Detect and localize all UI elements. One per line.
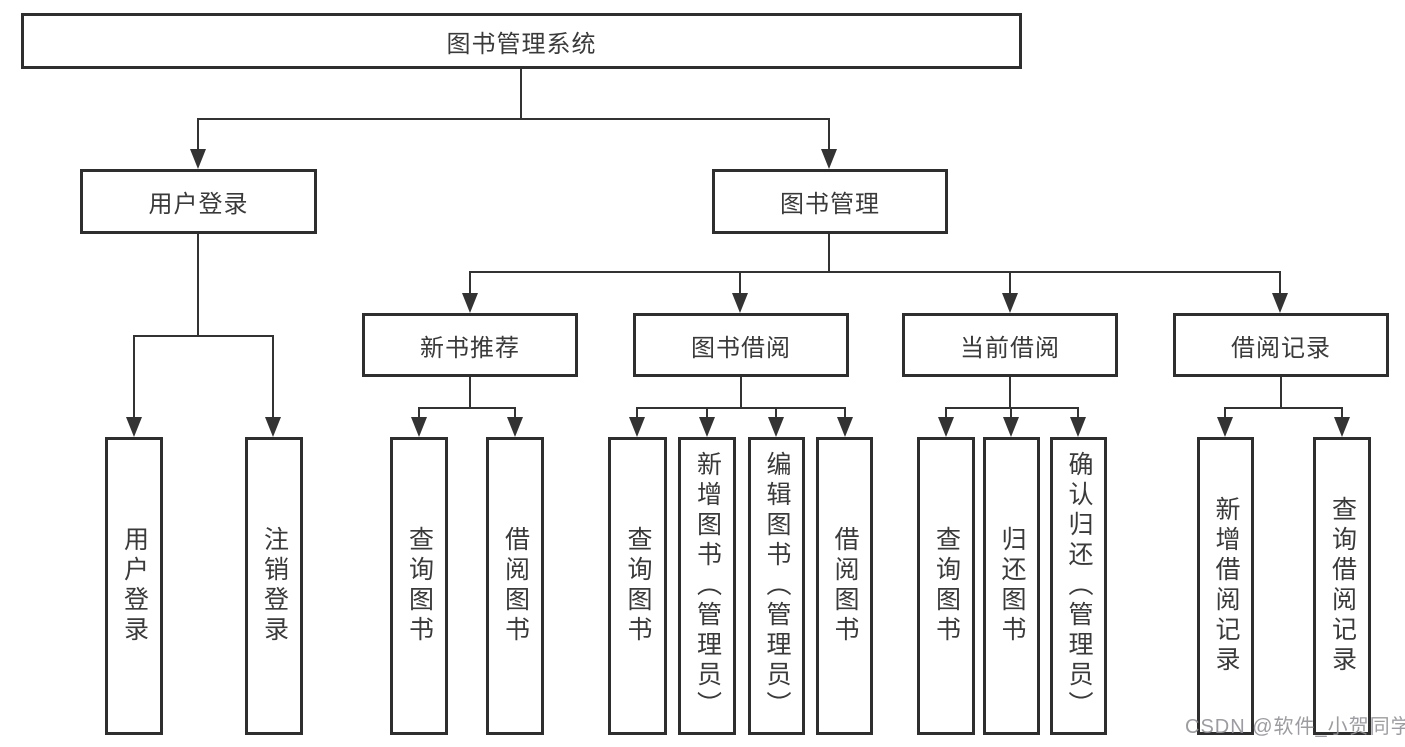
node-label: 归还图书 (998, 526, 1026, 646)
connector-line (197, 118, 830, 120)
connector-line (636, 407, 638, 419)
arrowhead-down-icon (1334, 417, 1350, 437)
arrowhead-down-icon (190, 149, 206, 169)
arrowhead-down-icon (1002, 293, 1018, 313)
node-label: 图书管理 (780, 191, 880, 218)
node-root-system: 图书管理系统 (21, 13, 1022, 69)
node-label: 查询借阅记录 (1328, 496, 1357, 676)
connector-line (197, 118, 199, 151)
leaf-query-books-recommend: 查询图书 (390, 437, 448, 735)
node-label: 查询图书 (932, 526, 961, 646)
node-label: 图书管理系统 (446, 30, 597, 58)
arrowhead-down-icon (837, 417, 853, 437)
connector-line (1224, 407, 1343, 409)
connector-line (844, 407, 846, 419)
leaf-query-books-current: 查询图书 (917, 437, 975, 735)
connector-line (1010, 407, 1012, 419)
node-current-borrowing: 当前借阅 (902, 313, 1118, 377)
connector-line (133, 335, 274, 337)
connector-line (469, 377, 471, 409)
leaf-add-borrow-record: 新增借阅记录 (1197, 437, 1254, 735)
leaf-borrow-books: 借阅图书 (816, 437, 873, 735)
node-label: 借阅图书 (501, 526, 530, 646)
node-label: 新书推荐 (420, 334, 520, 362)
node-label: 编辑图书（管理员） (763, 451, 791, 721)
leaf-borrow-books-recommend: 借阅图书 (486, 437, 544, 735)
connector-line (740, 377, 742, 409)
leaf-logout: 注销登录 (245, 437, 303, 735)
connector-line (520, 69, 522, 119)
node-label: 借阅记录 (1231, 334, 1331, 362)
connector-line (828, 234, 830, 273)
connector-line (197, 234, 199, 336)
node-book-management: 图书管理 (712, 169, 948, 234)
leaf-confirm-return-admin: 确认归还（管理员） (1050, 437, 1107, 735)
arrowhead-down-icon (1272, 293, 1288, 313)
arrowhead-down-icon (265, 417, 281, 437)
leaf-user-login: 用户登录 (105, 437, 163, 735)
connector-line (272, 335, 274, 419)
leaf-add-books-admin: 新增图书（管理员） (678, 437, 736, 735)
connector-line (828, 118, 830, 151)
node-user-login-group: 用户登录 (80, 169, 317, 234)
node-label: 查询图书 (405, 526, 434, 646)
node-label: 借阅图书 (831, 526, 859, 646)
arrowhead-down-icon (768, 417, 784, 437)
connector-line (945, 407, 1079, 409)
arrowhead-down-icon (699, 417, 715, 437)
connector-line (469, 271, 1281, 273)
leaf-return-books: 归还图书 (983, 437, 1040, 735)
connector-line (739, 271, 741, 299)
leaf-query-borrow-record: 查询借阅记录 (1313, 437, 1371, 735)
node-label: 新增借阅记录 (1212, 496, 1240, 676)
connector-line (1077, 407, 1079, 419)
arrowhead-down-icon (411, 417, 427, 437)
node-book-borrowing: 图书借阅 (633, 313, 849, 377)
arrowhead-down-icon (732, 293, 748, 313)
connector-line (1009, 377, 1011, 409)
arrowhead-down-icon (821, 149, 837, 169)
arrowhead-down-icon (462, 293, 478, 313)
arrowhead-down-icon (507, 417, 523, 437)
leaf-query-books-borrowing: 查询图书 (608, 437, 667, 735)
node-label: 查询图书 (624, 526, 652, 646)
connector-line (418, 407, 420, 419)
node-label: 图书借阅 (691, 334, 791, 362)
csdn-watermark: CSDN @软件_小贺同学 (1185, 716, 1405, 738)
connector-line (706, 407, 708, 419)
arrowhead-down-icon (629, 417, 645, 437)
connector-line (636, 407, 846, 409)
connector-line (1341, 407, 1343, 419)
connector-line (469, 271, 471, 299)
node-label: 用户登录 (120, 526, 149, 646)
connector-line (1009, 271, 1011, 299)
node-label: 新增图书（管理员） (693, 451, 722, 721)
node-new-book-recommend: 新书推荐 (362, 313, 578, 377)
connector-line (1280, 377, 1282, 409)
arrowhead-down-icon (1217, 417, 1233, 437)
connector-line (133, 335, 135, 419)
node-label: 当前借阅 (960, 334, 1060, 362)
connector-line (418, 407, 516, 409)
node-borrow-records: 借阅记录 (1173, 313, 1389, 377)
arrowhead-down-icon (938, 417, 954, 437)
arrowhead-down-icon (1070, 417, 1086, 437)
leaf-edit-books-admin: 编辑图书（管理员） (748, 437, 805, 735)
connector-line (1279, 271, 1281, 299)
connector-line (514, 407, 516, 419)
node-label: 注销登录 (260, 526, 289, 646)
node-label: 用户登录 (148, 191, 249, 218)
connector-line (1224, 407, 1226, 419)
node-label: 确认归还（管理员） (1065, 451, 1093, 721)
arrowhead-down-icon (1003, 417, 1019, 437)
arrowhead-down-icon (126, 417, 142, 437)
connector-line (775, 407, 777, 419)
connector-line (945, 407, 947, 419)
